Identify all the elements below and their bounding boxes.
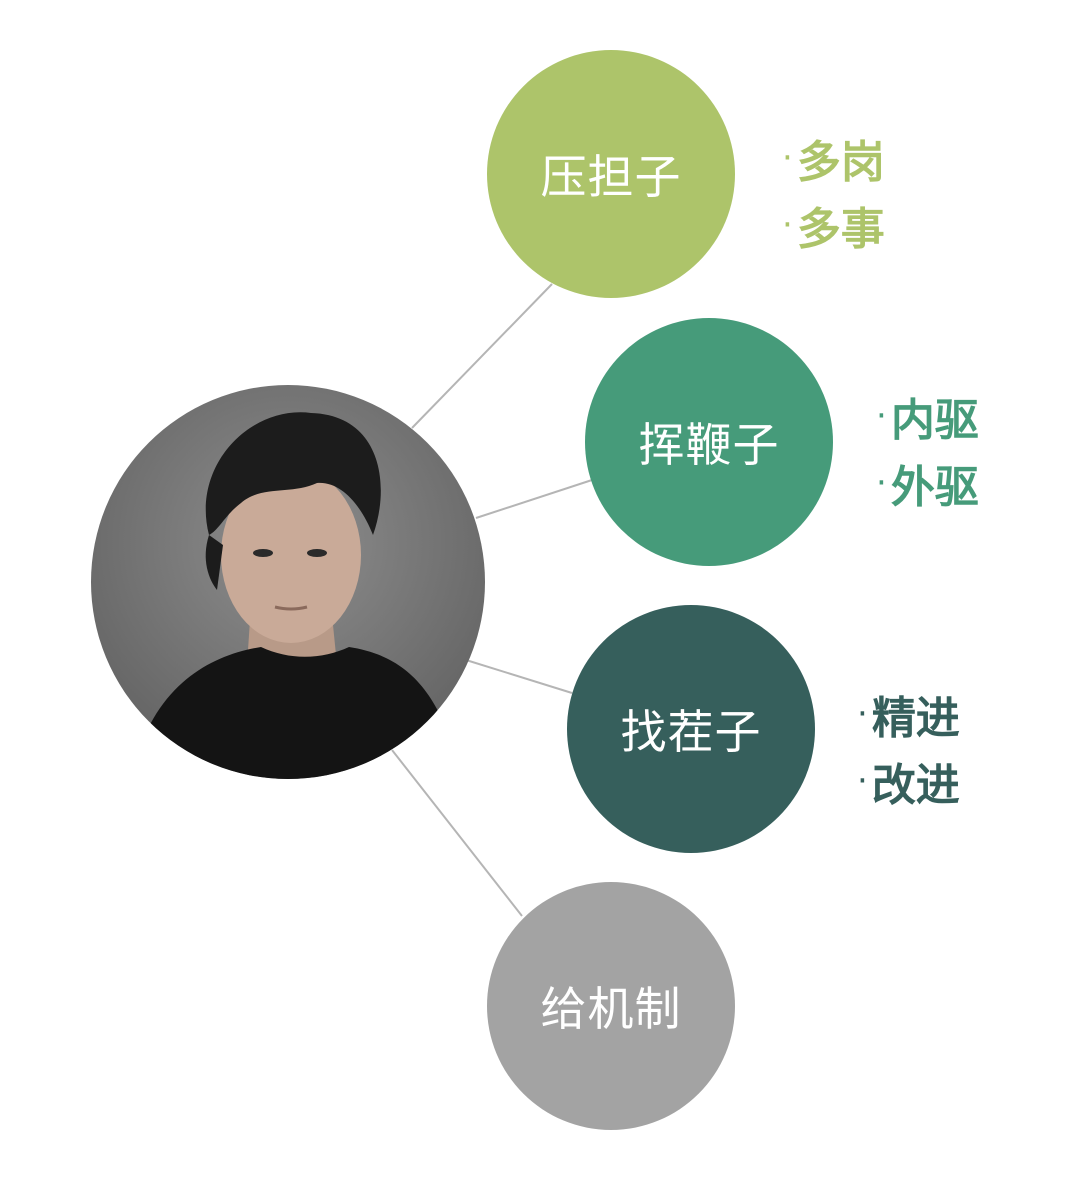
bullet-item: ·多岗 xyxy=(782,137,885,188)
link-node-2 xyxy=(475,479,593,519)
node-label-1: 压担子 xyxy=(540,150,682,204)
node-circle-1: 压担子 xyxy=(487,50,735,298)
bullet-list-1: ·多岗 ·多事 xyxy=(782,127,885,261)
bullet-item: ·多事 xyxy=(782,204,885,255)
bullet-item: ·内驱 xyxy=(876,395,979,446)
bullet-item: ·精进 xyxy=(857,693,960,744)
bullet-item: ·改进 xyxy=(857,760,960,811)
node-circle-3: 找茬子 xyxy=(567,605,815,853)
bullet-list-2: ·内驱 ·外驱 xyxy=(876,385,979,519)
bullet-list-3: ·精进 ·改进 xyxy=(857,683,960,817)
node-circle-2: 挥鞭子 xyxy=(585,318,833,566)
node-label-2: 挥鞭子 xyxy=(638,418,780,472)
link-node-4 xyxy=(391,749,523,917)
node-label-3: 找茬子 xyxy=(620,705,762,759)
link-node-1 xyxy=(411,283,553,429)
node-circle-4: 给机制 xyxy=(487,882,735,1130)
person-photo xyxy=(91,385,485,779)
node-label-4: 给机制 xyxy=(540,982,682,1036)
link-node-3 xyxy=(465,659,573,694)
bullet-item: ·外驱 xyxy=(876,462,979,513)
